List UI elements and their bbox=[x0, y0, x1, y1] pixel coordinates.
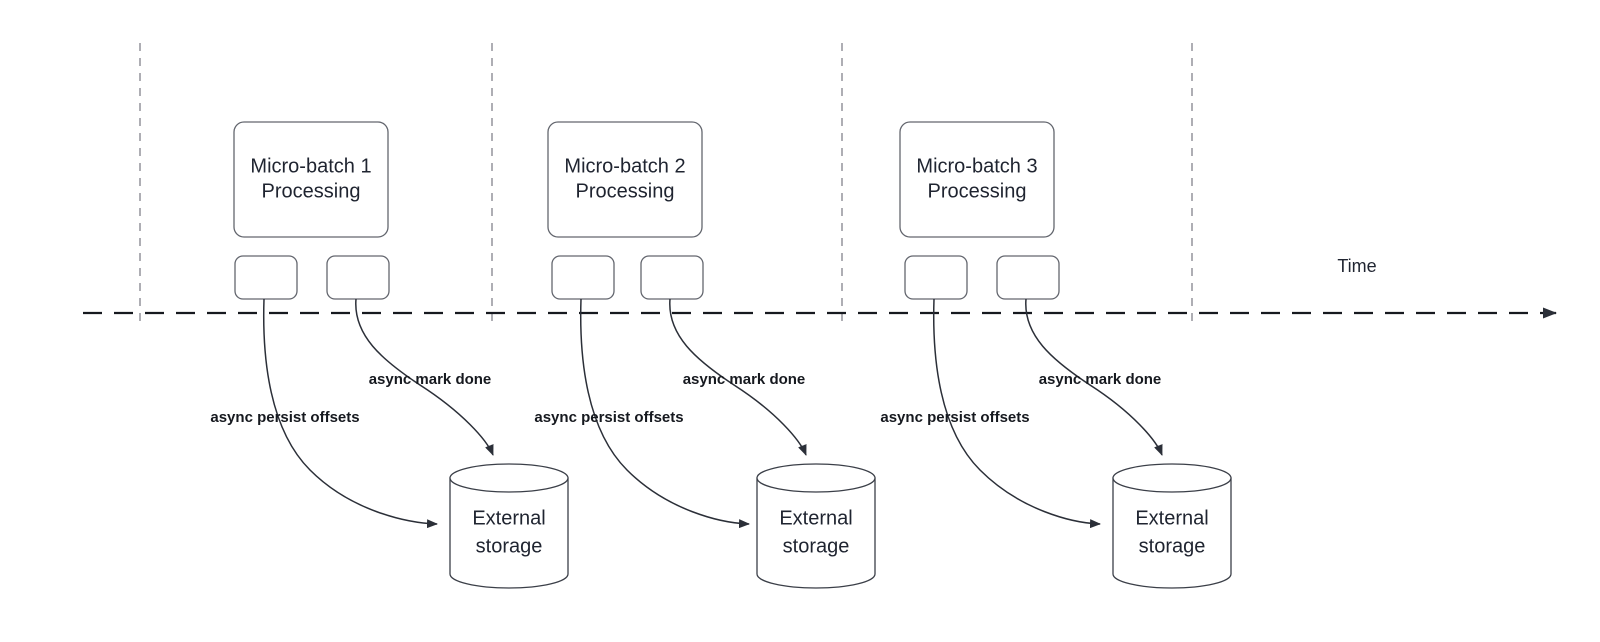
external-storage-label-3-line1: External bbox=[1135, 507, 1208, 529]
microbatch-label-1-line2: Processing bbox=[262, 180, 361, 202]
external-storage-3[interactable]: External storage bbox=[1112, 463, 1232, 589]
time-axis-label: Time bbox=[1337, 256, 1376, 276]
mark-done-label-1: async mark done bbox=[369, 371, 492, 388]
microbatch-box-2[interactable] bbox=[547, 121, 703, 238]
mark-done-label-3: async mark done bbox=[1039, 371, 1162, 388]
task-box-1b[interactable] bbox=[326, 255, 390, 300]
persist-offsets-label-2: async persist offsets bbox=[534, 409, 683, 426]
task-box-1a[interactable] bbox=[234, 255, 298, 300]
external-storage-label-1-line1: External bbox=[472, 507, 545, 529]
mark-done-edge-3[interactable] bbox=[1025, 298, 1163, 456]
mark-done-label-2: async mark done bbox=[683, 371, 806, 388]
microbatch-label-2-line2: Processing bbox=[576, 180, 675, 202]
batch-group-2: Micro-batch 2 Processing External storag… bbox=[534, 121, 876, 589]
persist-offsets-edge-2[interactable] bbox=[579, 298, 750, 529]
persist-offsets-label-3: async persist offsets bbox=[880, 409, 1029, 426]
persist-offsets-edge-3[interactable] bbox=[932, 298, 1101, 529]
microbatch-box-3[interactable] bbox=[899, 121, 1055, 238]
persist-offsets-edge-1[interactable] bbox=[262, 298, 438, 529]
task-box-2a[interactable] bbox=[551, 255, 615, 300]
task-box-3b[interactable] bbox=[996, 255, 1060, 300]
batch-group-1: Micro-batch 1 Processing External storag… bbox=[210, 121, 569, 589]
task-box-3a[interactable] bbox=[904, 255, 968, 300]
mark-done-edge-1[interactable] bbox=[355, 298, 494, 456]
divider-group bbox=[139, 43, 1193, 322]
external-storage-label-2-line2: storage bbox=[783, 535, 850, 557]
task-box-2b[interactable] bbox=[640, 255, 704, 300]
microbatch-label-3-line1: Micro-batch 3 bbox=[916, 155, 1037, 177]
batch-group-3: Micro-batch 3 Processing External storag… bbox=[880, 121, 1232, 589]
external-storage-label-2-line1: External bbox=[779, 507, 852, 529]
external-storage-2[interactable]: External storage bbox=[756, 463, 876, 589]
mark-done-edge-2[interactable] bbox=[669, 298, 807, 456]
external-storage-1[interactable]: External storage bbox=[449, 463, 569, 589]
external-storage-top-2 bbox=[756, 463, 876, 493]
microbatch-label-3-line2: Processing bbox=[928, 180, 1027, 202]
external-storage-label-1-line2: storage bbox=[476, 535, 543, 557]
microbatch-label-1-line1: Micro-batch 1 bbox=[250, 155, 371, 177]
persist-offsets-label-1: async persist offsets bbox=[210, 409, 359, 426]
external-storage-body-3 bbox=[1112, 477, 1232, 589]
external-storage-body-2 bbox=[756, 477, 876, 589]
external-storage-label-3-line2: storage bbox=[1139, 535, 1206, 557]
external-storage-body-1 bbox=[449, 477, 569, 589]
microbatch-label-2-line1: Micro-batch 2 bbox=[564, 155, 685, 177]
external-storage-top-3 bbox=[1112, 463, 1232, 493]
microbatch-box-1[interactable] bbox=[233, 121, 389, 238]
external-storage-top-1 bbox=[449, 463, 569, 493]
